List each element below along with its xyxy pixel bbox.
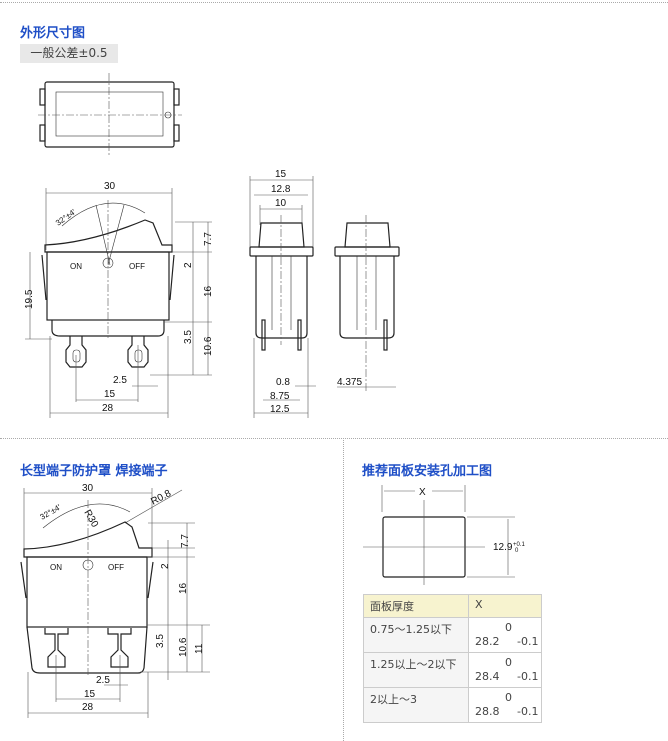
label-on: ON xyxy=(70,262,82,271)
panel-thickness-table: 面板厚度 X 0.75～1.25以下 28.2 0 -0.1 1.25以上～2以下 … xyxy=(363,594,542,723)
long-dim-2: 2 xyxy=(160,563,171,569)
cell-upper: 0 xyxy=(505,691,512,704)
divider xyxy=(0,2,668,3)
dim-19-5: 19.5 xyxy=(24,289,35,309)
cutout-tol-lower: 0 xyxy=(515,548,519,554)
dim-15: 15 xyxy=(104,389,116,400)
divider xyxy=(343,438,344,741)
label-off: OFF xyxy=(129,262,145,271)
long-dim-28: 28 xyxy=(82,702,94,713)
long-dim-3-5: 3.5 xyxy=(155,634,166,648)
cell-upper: 0 xyxy=(505,621,512,634)
outline-title: 外形尺寸图 xyxy=(20,26,86,41)
back-view-drawing: 4.375 xyxy=(334,215,400,392)
long-dim-10-6: 10.6 xyxy=(178,637,189,657)
long-r0-8: R0.8 xyxy=(149,488,173,508)
cell-x: 28.8 xyxy=(475,705,500,718)
cell-x: 28.4 xyxy=(475,670,500,683)
table-row: 0.75～1.25以下 28.2 0 -0.1 xyxy=(363,617,542,653)
front-dim-0-8: 0.8 xyxy=(276,377,290,388)
table-row: 1.25以上～2以下 28.4 0 -0.1 xyxy=(363,652,542,688)
cutout-height: 12.9 xyxy=(493,542,513,553)
front-dim-10: 10 xyxy=(275,198,287,209)
top-view-drawing xyxy=(38,73,182,155)
dim-3-5: 3.5 xyxy=(183,330,194,344)
header-x: X xyxy=(468,594,542,618)
cell-thickness: 1.25以上～2以下 xyxy=(363,652,469,688)
long-dim-7-7: 7.7 xyxy=(180,534,191,548)
panel-cutout-title: 推荐面板安装孔加工图 xyxy=(362,464,493,479)
dim-2: 2 xyxy=(183,262,194,268)
dim-28: 28 xyxy=(102,403,114,414)
cell-upper: 0 xyxy=(505,656,512,669)
front-dim-12-8: 12.8 xyxy=(271,184,291,195)
cell-lower: -0.1 xyxy=(517,635,539,648)
front-dim-12-5: 12.5 xyxy=(270,404,290,415)
tolerance-note: 一般公差±0.5 xyxy=(20,44,118,63)
dim-7-7: 7.7 xyxy=(203,232,214,246)
dim-10-6: 10.6 xyxy=(203,336,214,356)
long-terminal-drawing: 30 R0.8 R30 32°±4' ON OFF 7.7 2 16 3.5 1… xyxy=(20,483,210,718)
long-dim-16: 16 xyxy=(178,582,189,594)
header-thickness: 面板厚度 xyxy=(363,594,469,618)
long-dim-11: 11 xyxy=(194,643,205,654)
divider xyxy=(0,438,668,439)
cell-lower: -0.1 xyxy=(517,705,539,718)
cell-thickness: 2以上～3 xyxy=(363,687,469,723)
front-dim-8-75: 8.75 xyxy=(270,391,290,402)
long-r30: R30 xyxy=(81,508,100,530)
cell-thickness: 0.75～1.25以下 xyxy=(363,617,469,653)
dim-angle: 32°±4' xyxy=(54,207,78,228)
table-row: 2以上～3 28.8 0 -0.1 xyxy=(363,687,542,723)
dim-16: 16 xyxy=(203,285,214,297)
long-dim-2-5: 2.5 xyxy=(96,675,110,686)
side-view-drawing: 30 32°±4' ON OFF 7.7 2 16 3.5 10.6 19.5 xyxy=(24,181,214,418)
panel-cutout-drawing: X 12.9 +0.1 0 xyxy=(363,485,526,585)
long-label-off: OFF xyxy=(108,563,124,572)
front-view-drawing: 15 12.8 10 0.8 8.75 12.5 xyxy=(249,169,316,418)
long-label-on: ON xyxy=(50,563,62,572)
long-dim-30: 30 xyxy=(82,483,94,494)
dim-30: 30 xyxy=(104,181,116,192)
long-dim-15: 15 xyxy=(84,689,96,700)
front-dim-15: 15 xyxy=(275,169,287,180)
long-terminal-title: 长型端子防护罩 焊接端子 xyxy=(20,464,168,479)
dim-2-5: 2.5 xyxy=(113,375,127,386)
cutout-tol-upper: +0.1 xyxy=(513,542,526,548)
cell-x: 28.2 xyxy=(475,635,500,648)
long-angle: 32°±4' xyxy=(39,502,63,521)
cutout-x: X xyxy=(419,487,426,498)
back-dim-4-375: 4.375 xyxy=(337,377,362,388)
cell-lower: -0.1 xyxy=(517,670,539,683)
